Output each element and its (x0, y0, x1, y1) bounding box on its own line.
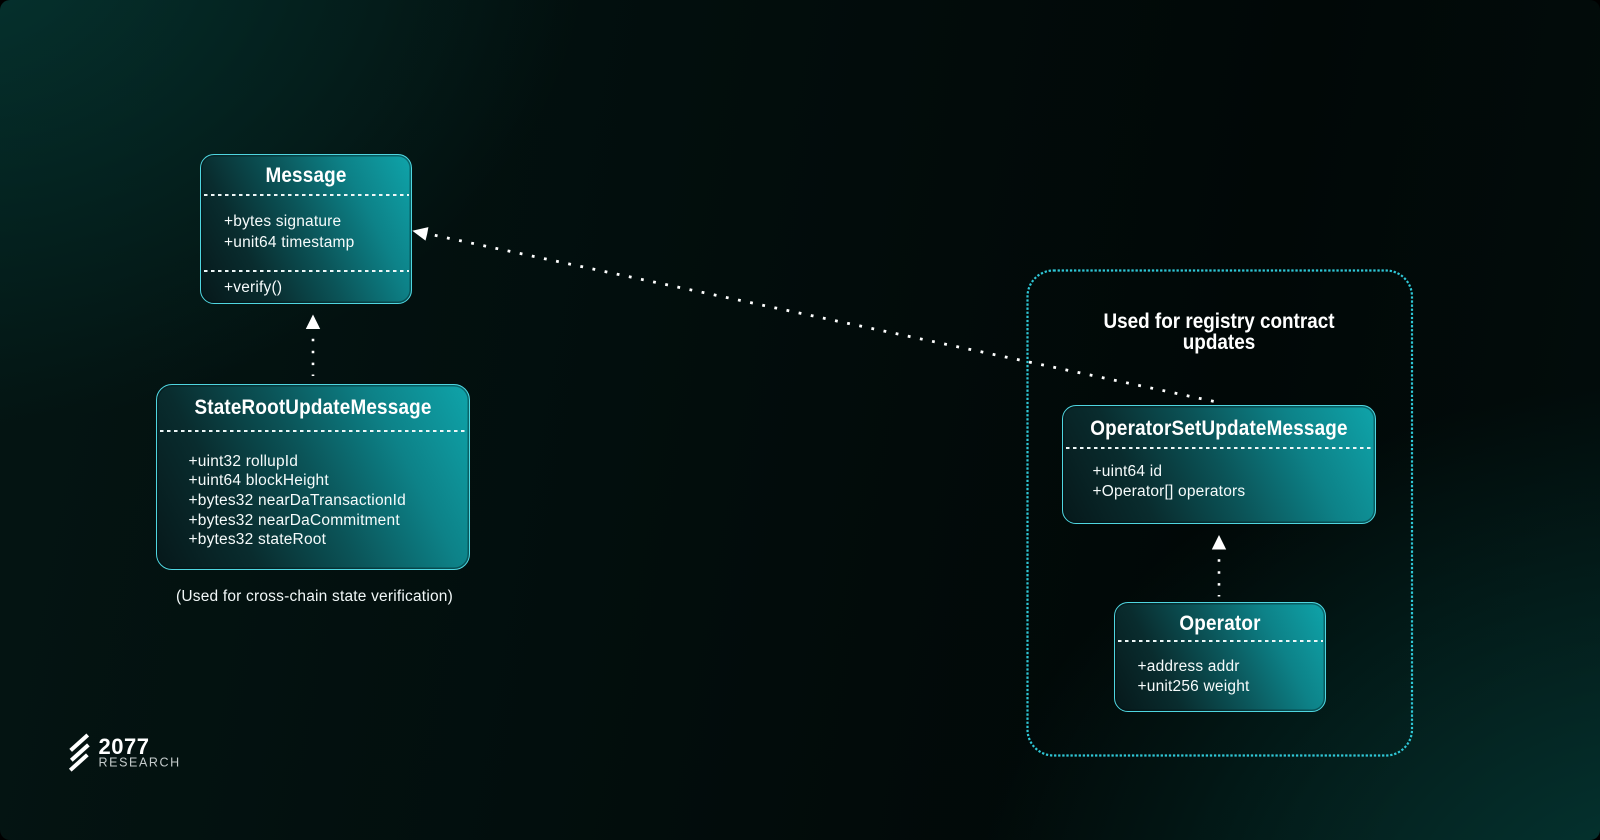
svg-text:RESEARCH: RESEARCH (99, 755, 181, 769)
svg-text:2077: 2077 (99, 734, 150, 759)
